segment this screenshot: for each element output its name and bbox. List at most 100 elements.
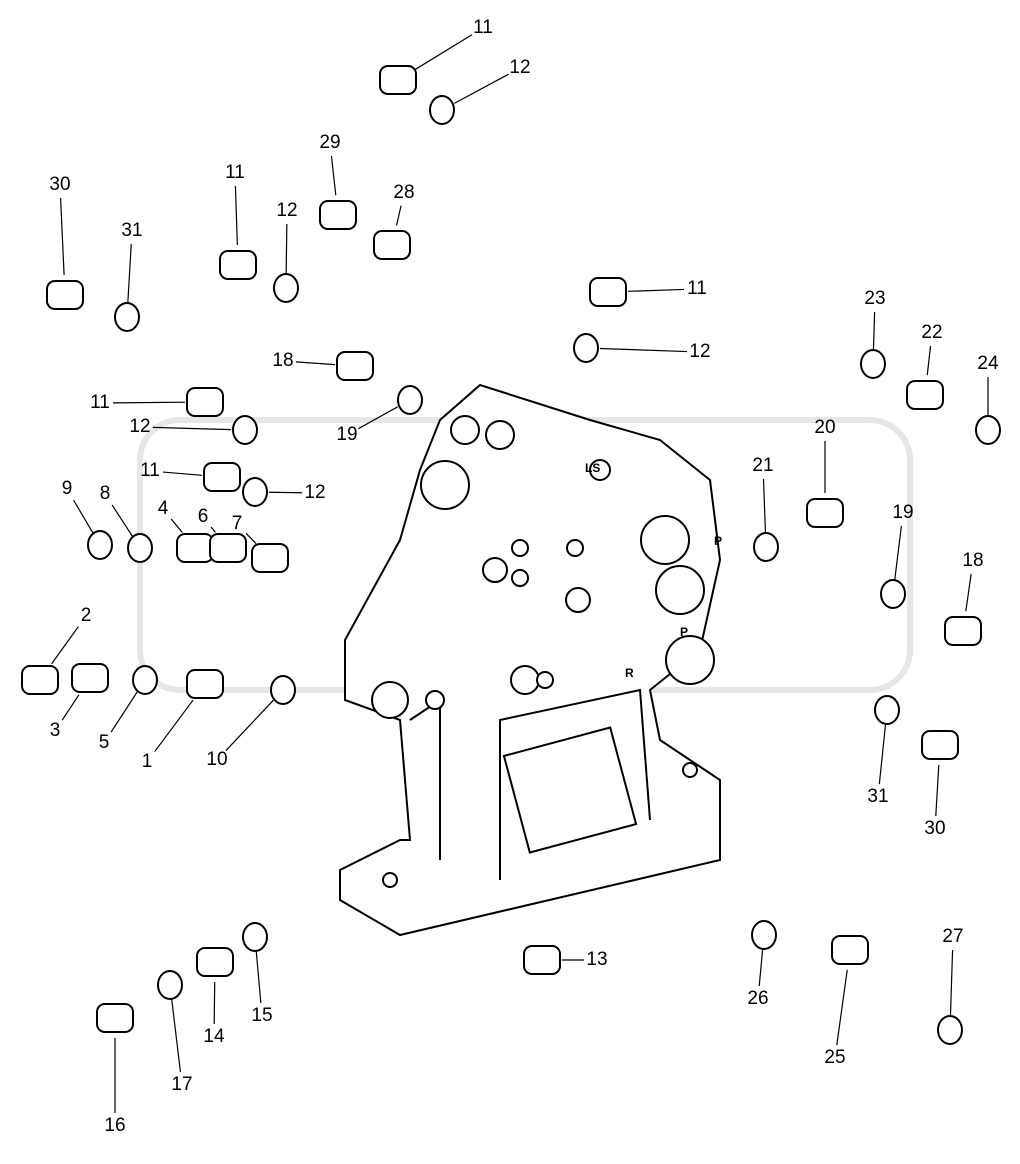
plug-part bbox=[379, 65, 417, 95]
leader-line bbox=[51, 626, 79, 665]
leader-line bbox=[395, 205, 402, 226]
callout-label: 22 bbox=[921, 322, 943, 343]
plug-part bbox=[336, 351, 374, 381]
leader-line bbox=[152, 426, 232, 431]
callout-label: 24 bbox=[977, 353, 999, 374]
plug-part bbox=[46, 280, 84, 310]
port-mark: R bbox=[625, 666, 634, 680]
o-ring bbox=[127, 533, 153, 563]
plug-part bbox=[921, 730, 959, 760]
leader-line bbox=[268, 491, 303, 494]
leader-line bbox=[758, 948, 764, 987]
plug-part bbox=[186, 669, 224, 699]
callout-label: 5 bbox=[98, 732, 110, 753]
callout-label: 18 bbox=[962, 550, 984, 571]
leader-line bbox=[926, 345, 932, 376]
port-mark: LS bbox=[585, 461, 600, 475]
callout-label: 10 bbox=[206, 749, 228, 770]
leader-line bbox=[762, 478, 767, 534]
callout-label: 15 bbox=[251, 1005, 273, 1026]
callout-label: 11 bbox=[225, 162, 245, 183]
callout-label: 18 bbox=[272, 350, 294, 371]
leader-line bbox=[112, 401, 186, 404]
o-ring bbox=[751, 920, 777, 950]
o-ring bbox=[232, 415, 258, 445]
o-ring bbox=[397, 385, 423, 415]
plug-part bbox=[71, 663, 109, 693]
o-ring bbox=[860, 349, 886, 379]
leader-line bbox=[59, 197, 65, 276]
leader-line bbox=[894, 525, 903, 581]
leader-line bbox=[414, 34, 473, 71]
leader-line bbox=[210, 526, 216, 533]
leader-line bbox=[111, 504, 133, 537]
plug-part bbox=[196, 947, 234, 977]
plug-part bbox=[176, 533, 214, 563]
parts bbox=[21, 65, 1001, 1045]
callout-label: 25 bbox=[824, 1047, 846, 1068]
callout-label: 3 bbox=[49, 720, 61, 741]
leader-line bbox=[127, 243, 132, 304]
port-mark: P bbox=[714, 534, 722, 548]
leader-line bbox=[285, 223, 288, 275]
leader-line bbox=[234, 185, 238, 246]
o-ring bbox=[242, 922, 268, 952]
plug-part bbox=[209, 533, 247, 563]
callout-label: 12 bbox=[509, 57, 531, 78]
callout-label: 16 bbox=[104, 1115, 126, 1136]
callout-label: 12 bbox=[276, 200, 298, 221]
callout-label: 31 bbox=[867, 786, 889, 807]
callout-label: 11 bbox=[687, 278, 707, 299]
plug-part bbox=[96, 1003, 134, 1033]
callout-label: 21 bbox=[752, 455, 774, 476]
plug-part bbox=[203, 462, 241, 492]
callout-label: 14 bbox=[203, 1026, 225, 1047]
o-ring bbox=[270, 675, 296, 705]
leader-line bbox=[225, 699, 274, 751]
callout-label: 6 bbox=[197, 506, 209, 527]
o-ring bbox=[87, 530, 113, 560]
o-ring bbox=[975, 415, 1001, 445]
valve-body-housing bbox=[339, 383, 722, 937]
leader-line bbox=[454, 73, 509, 104]
port-mark: P bbox=[680, 625, 688, 639]
callout-label: 13 bbox=[586, 949, 608, 970]
plug-part bbox=[831, 935, 869, 965]
callout-label: 27 bbox=[942, 926, 964, 947]
leader-line bbox=[154, 699, 194, 752]
callout-label: 1 bbox=[141, 751, 153, 772]
plug-part bbox=[373, 230, 411, 260]
leader-line bbox=[213, 981, 216, 1025]
callout-label: 11 bbox=[140, 460, 160, 481]
callout-label: 29 bbox=[319, 132, 341, 153]
o-ring bbox=[573, 333, 599, 363]
o-ring bbox=[132, 665, 158, 695]
plug-part bbox=[589, 277, 627, 307]
leader-line bbox=[878, 723, 887, 785]
callout-label: 2 bbox=[80, 605, 92, 626]
callout-label: 19 bbox=[892, 502, 914, 523]
plug-part bbox=[319, 200, 357, 230]
leader-line bbox=[295, 361, 336, 366]
leader-line bbox=[965, 573, 972, 612]
leader-line bbox=[872, 311, 876, 351]
callout-label: 9 bbox=[61, 478, 73, 499]
leader-line bbox=[949, 949, 954, 1017]
plug-part bbox=[219, 250, 257, 280]
leader-line bbox=[73, 499, 94, 534]
leader-line bbox=[61, 694, 80, 721]
callout-label: 11 bbox=[473, 17, 493, 38]
o-ring bbox=[242, 477, 268, 507]
leader-line bbox=[358, 406, 399, 430]
plug-part bbox=[21, 665, 59, 695]
o-ring bbox=[429, 95, 455, 125]
callout-label: 30 bbox=[49, 174, 71, 195]
callout-label: 20 bbox=[814, 417, 836, 438]
o-ring bbox=[880, 579, 906, 609]
leader-line bbox=[935, 764, 940, 817]
callout-label: 11 bbox=[90, 392, 110, 413]
port-marks: LS P P R bbox=[585, 461, 722, 680]
leader-line bbox=[627, 288, 685, 292]
